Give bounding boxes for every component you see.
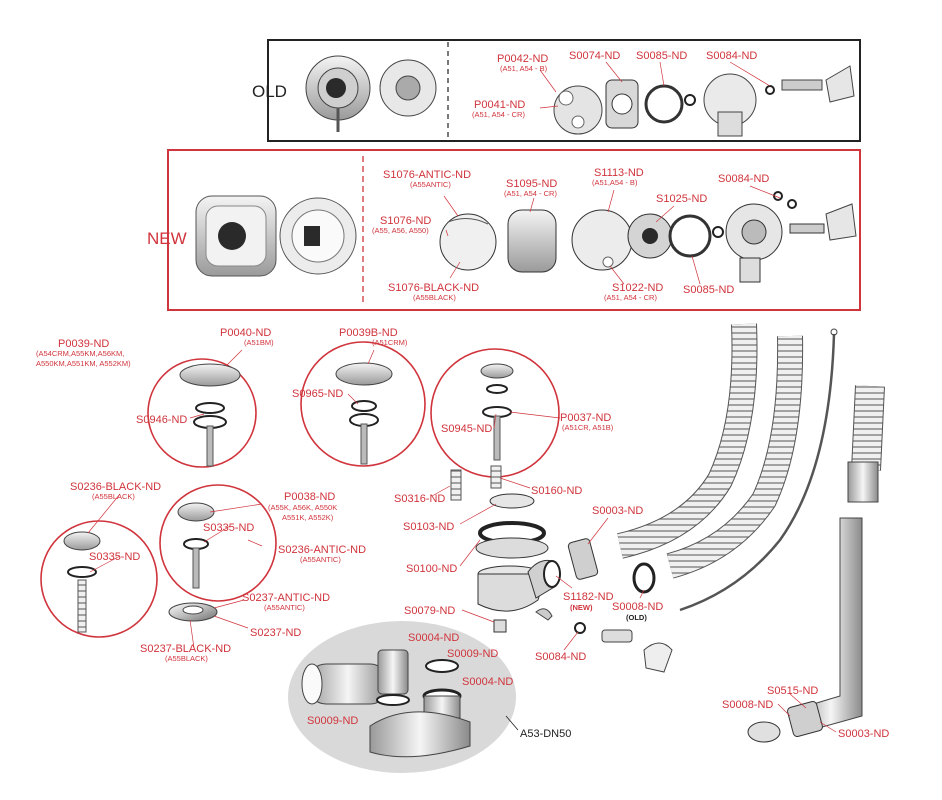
label-s0004-a: S0004-ND xyxy=(408,632,459,644)
label-s0946: S0946-ND xyxy=(136,414,187,426)
label-s0003-right: S0003-ND xyxy=(838,728,889,740)
label-s0009-b: S0009-ND xyxy=(307,715,358,727)
label-s0236-black: S0236-BLACK-ND xyxy=(70,481,161,493)
label-s0003-mid: S0003-ND xyxy=(592,505,643,517)
label-s1076-black-sub: (A55BLACK) xyxy=(413,293,456,302)
label-s0237-black-sub: (A55BLACK) xyxy=(165,654,208,663)
label-s1182-note: (NEW) xyxy=(570,603,593,612)
label-s0236-antic-sub: (A55ANTIC) xyxy=(300,555,341,564)
label-p0042-sub: (A51, A54 - B) xyxy=(500,64,548,73)
label-p0040-sub: (A51BM) xyxy=(244,338,274,347)
label-s0079: S0079-ND xyxy=(404,605,455,617)
label-p0037: P0037-ND xyxy=(560,412,611,424)
old-panel: OLD P0042-ND (A5 xyxy=(252,39,861,142)
label-s0160: S0160-ND xyxy=(531,485,582,497)
label-s0085-new: S0085-ND xyxy=(683,284,734,296)
label-s0237-black: S0237-BLACK-ND xyxy=(140,643,231,655)
label-s0084-old: S0084-ND xyxy=(706,50,757,62)
hoses-and-pipes: S0515-ND S0008-ND S0003-ND xyxy=(616,323,889,743)
label-p0039-sub1: (A54CRM,A55KM,A56KM, xyxy=(36,349,124,358)
new-label: NEW xyxy=(147,229,187,248)
label-s0008-note: (OLD) xyxy=(626,613,647,622)
label-s1076: S1076-ND xyxy=(380,215,431,227)
label-s0237-antic-sub: (A55ANTIC) xyxy=(264,603,305,612)
label-s0945: S0945-ND xyxy=(441,423,492,435)
label-s0335-b: S0335-ND xyxy=(203,522,254,534)
plug-p0039b-image xyxy=(335,362,393,465)
label-s0084-new: S0084-ND xyxy=(718,173,769,185)
plug-s0236-black-image xyxy=(63,531,101,633)
label-s0965: S0965-ND xyxy=(292,388,343,400)
label-s1076-sub: (A55, A56, A550) xyxy=(372,226,429,235)
label-s1095: S1095-ND xyxy=(506,178,557,190)
label-s0103: S0103-ND xyxy=(403,521,454,533)
waste-plug-kits: P0039-ND (A54CRM,A55KM,A56KM, A550KM,A55… xyxy=(36,327,614,663)
label-p0041-sub: (A51, A54 - CR) xyxy=(472,110,525,119)
waste-assembly: S0316-ND S0160-ND S0103-ND S0100-ND S000… xyxy=(394,465,673,673)
label-p0037-sub: (A51CR, A51B) xyxy=(562,423,614,432)
label-p0039-sub2: A550KM,A551KM, A552KM) xyxy=(36,359,131,368)
label-s1113: S1113-ND xyxy=(594,167,644,179)
label-s0009-a: S0009-ND xyxy=(447,648,498,660)
label-p0040: P0040-ND xyxy=(220,327,271,339)
label-s1095-sub: (A51, A54 - CR) xyxy=(504,189,557,198)
label-s1076-black: S1076-BLACK-ND xyxy=(388,282,479,294)
old-overflow-knob-image xyxy=(305,55,437,132)
label-s0237-antic: S0237-ANTIC-ND xyxy=(242,592,330,604)
label-p0039b-sub: (A51CRM) xyxy=(372,338,408,347)
label-p0039b: P0039B-ND xyxy=(339,327,398,339)
label-s0515: S0515-ND xyxy=(767,685,818,697)
label-s1025: S1025-ND xyxy=(656,193,707,205)
label-p0039: P0039-ND xyxy=(58,338,109,350)
label-s0074: S0074-ND xyxy=(569,50,620,62)
overflow-cover-s0237-image xyxy=(168,602,218,622)
new-parts-image xyxy=(439,191,857,283)
label-s1022: S1022-ND xyxy=(612,282,663,294)
label-s1076-antic: S1076-ANTIC-ND xyxy=(383,169,471,181)
label-p0038-sub1: (A55K, A56K, A550K xyxy=(268,503,337,512)
label-p0038-sub2: A551K, A552K) xyxy=(282,513,334,522)
label-s0335-a: S0335-ND xyxy=(89,551,140,563)
old-parts-image xyxy=(553,65,855,137)
label-p0038: P0038-ND xyxy=(284,491,335,503)
label-s1182: S1182-ND xyxy=(563,591,614,603)
plug-p0038-image xyxy=(177,502,215,589)
siphon-a53: S0004-ND S0009-ND S0004-ND S0009-ND A53-… xyxy=(288,621,571,773)
kit-circle-s0236-black xyxy=(40,520,158,638)
label-s0004-b: S0004-ND xyxy=(462,676,513,688)
label-s0236-antic: S0236-ANTIC-ND xyxy=(278,544,366,556)
label-s1022-sub: (A51, A54 - CR) xyxy=(604,293,657,302)
kit-circle-p0038 xyxy=(159,484,277,602)
label-s0237: S0237-ND xyxy=(250,627,301,639)
label-a53-dn50: A53-DN50 xyxy=(520,728,571,740)
label-s0316: S0316-ND xyxy=(394,493,445,505)
waste-assembly-image xyxy=(450,465,673,673)
siphon-image xyxy=(301,649,471,758)
label-s0236-black-sub: (A55BLACK) xyxy=(92,492,135,501)
old-label: OLD xyxy=(252,82,287,101)
new-overflow-knob-image xyxy=(195,195,357,277)
label-s0085-old: S0085-ND xyxy=(636,50,687,62)
label-s0008-mid: S0008-ND xyxy=(612,601,663,613)
label-s1076-antic-sub: (A55ANTIC) xyxy=(410,180,451,189)
new-panel: NEW xyxy=(147,149,861,311)
label-s0100: S0100-ND xyxy=(406,563,457,575)
label-s0008-right: S0008-ND xyxy=(722,699,773,711)
plug-p0039-image xyxy=(179,363,241,467)
label-s1113-sub: (A51,A54 - B) xyxy=(592,178,638,187)
label-s0084-mid: S0084-ND xyxy=(535,651,586,663)
label-p0042: P0042-ND xyxy=(497,53,548,65)
label-p0041: P0041-ND xyxy=(474,99,525,111)
flexible-hoses-image xyxy=(616,323,885,743)
